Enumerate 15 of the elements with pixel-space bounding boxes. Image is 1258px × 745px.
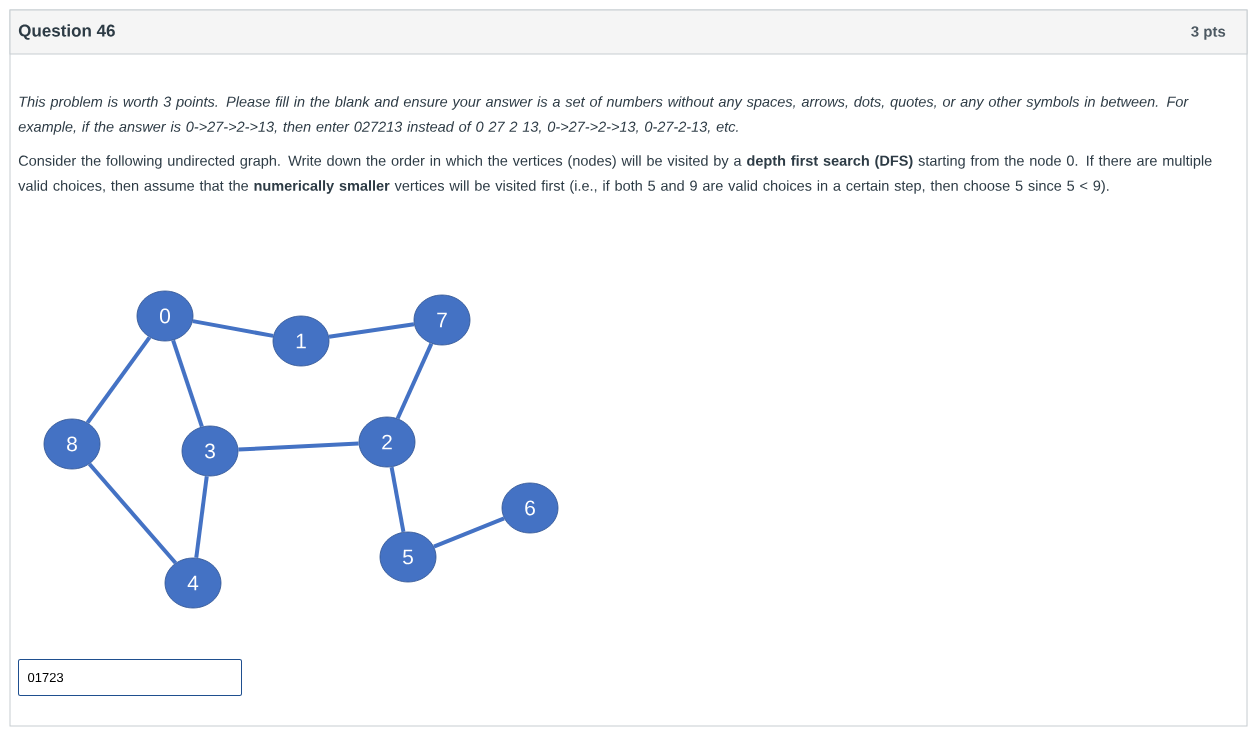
graph-edge [328,322,415,339]
graph-edge [192,319,274,338]
graph-edge [389,466,406,533]
answer-field: 01723 [18,659,242,696]
graph-edge [171,339,204,428]
graph-edge [85,336,152,424]
question-text: Consider the following undirected graph. Write down the order in which the vertices (nodes) will be visited by a depth first search (DFS) starting from the node 0. If there are multiple valid choices, then assume that the numerically smaller vertices will be visited first (i.e., if both 5 and 9 are valid choices in a certain step, then choose 5 since 5 < 9). [18,155,1212,194]
graph-edge [395,342,434,420]
graph-edge [238,441,359,452]
question-title: Question 46 [18,24,115,40]
graph-edge [87,462,178,565]
graph-edge [433,516,505,549]
instruction-text: This problem is worth 3 points. Please fill in the blank and ensure your answer is a set of numbers without any spaces, arrows, dots, quotes, or any other symbols in between. For example, if the answer is 0->27->2->13, then enter 027213 instead of 0 27 2 13, 0->27->2->13, 0-27-2-13, etc. [18,96,1189,135]
points-text: 3 pts [1191,26,1226,40]
graph-edge [194,476,209,559]
